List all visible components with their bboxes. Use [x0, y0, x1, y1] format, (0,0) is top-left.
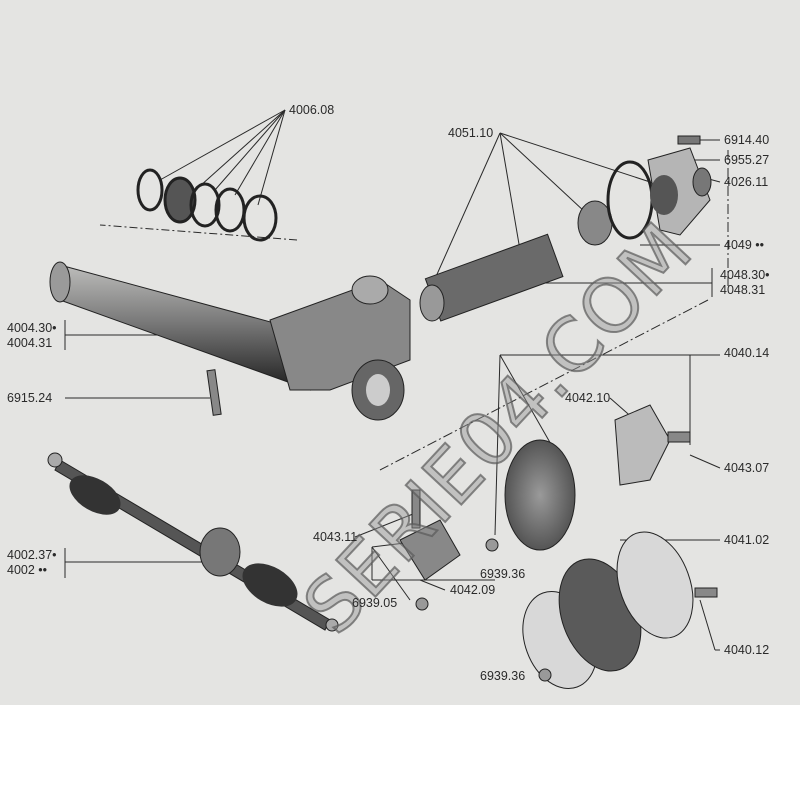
pinion-shaft [419, 135, 712, 322]
label-6914-40: 6914.40 [724, 133, 770, 147]
label-4048-30: 4048.30• [720, 268, 770, 282]
label-4006-08: 4006.08 [289, 103, 335, 117]
label-4051-10: 4051.10 [448, 126, 494, 140]
bolt-6915-24 [206, 369, 222, 416]
rack-assembly [47, 452, 339, 632]
bearing-rings [136, 168, 278, 242]
label-4002-37: 4002.37• [7, 548, 57, 562]
label-4002: 4002 •• [7, 563, 48, 577]
label-4041-02: 4041.02 [724, 533, 770, 547]
label-6939-36-lower: 6939.36 [480, 669, 526, 683]
label-4026-11: 4026.11 [724, 175, 769, 189]
label-4049: 4049 •• [724, 238, 765, 252]
label-6915-24: 6915.24 [7, 391, 53, 405]
clamp-4042-09 [399, 519, 461, 581]
label-6939-05: 6939.05 [352, 596, 398, 610]
label-4004-30: 4004.30• [7, 321, 57, 335]
label-6955-27: 6955.27 [724, 153, 770, 167]
label-4040-12: 4040.12 [724, 643, 770, 657]
label-4048-31: 4048.31 [720, 283, 766, 297]
label-4042-10: 4042.10 [565, 391, 611, 405]
coupling-disc [504, 439, 576, 551]
label-4043-07: 4043.07 [724, 461, 770, 475]
label-6939-36: 6939.36 [480, 567, 526, 581]
label-4004-31: 4004.31 [7, 336, 53, 350]
label-4043-11: 4043.11 [313, 530, 358, 544]
flexible-coupling [522, 531, 718, 689]
steering-housing [49, 261, 411, 421]
flange-4042-10 [614, 404, 671, 486]
label-4040-14: 4040.14 [724, 346, 770, 360]
label-4042-09: 4042.09 [450, 583, 496, 597]
